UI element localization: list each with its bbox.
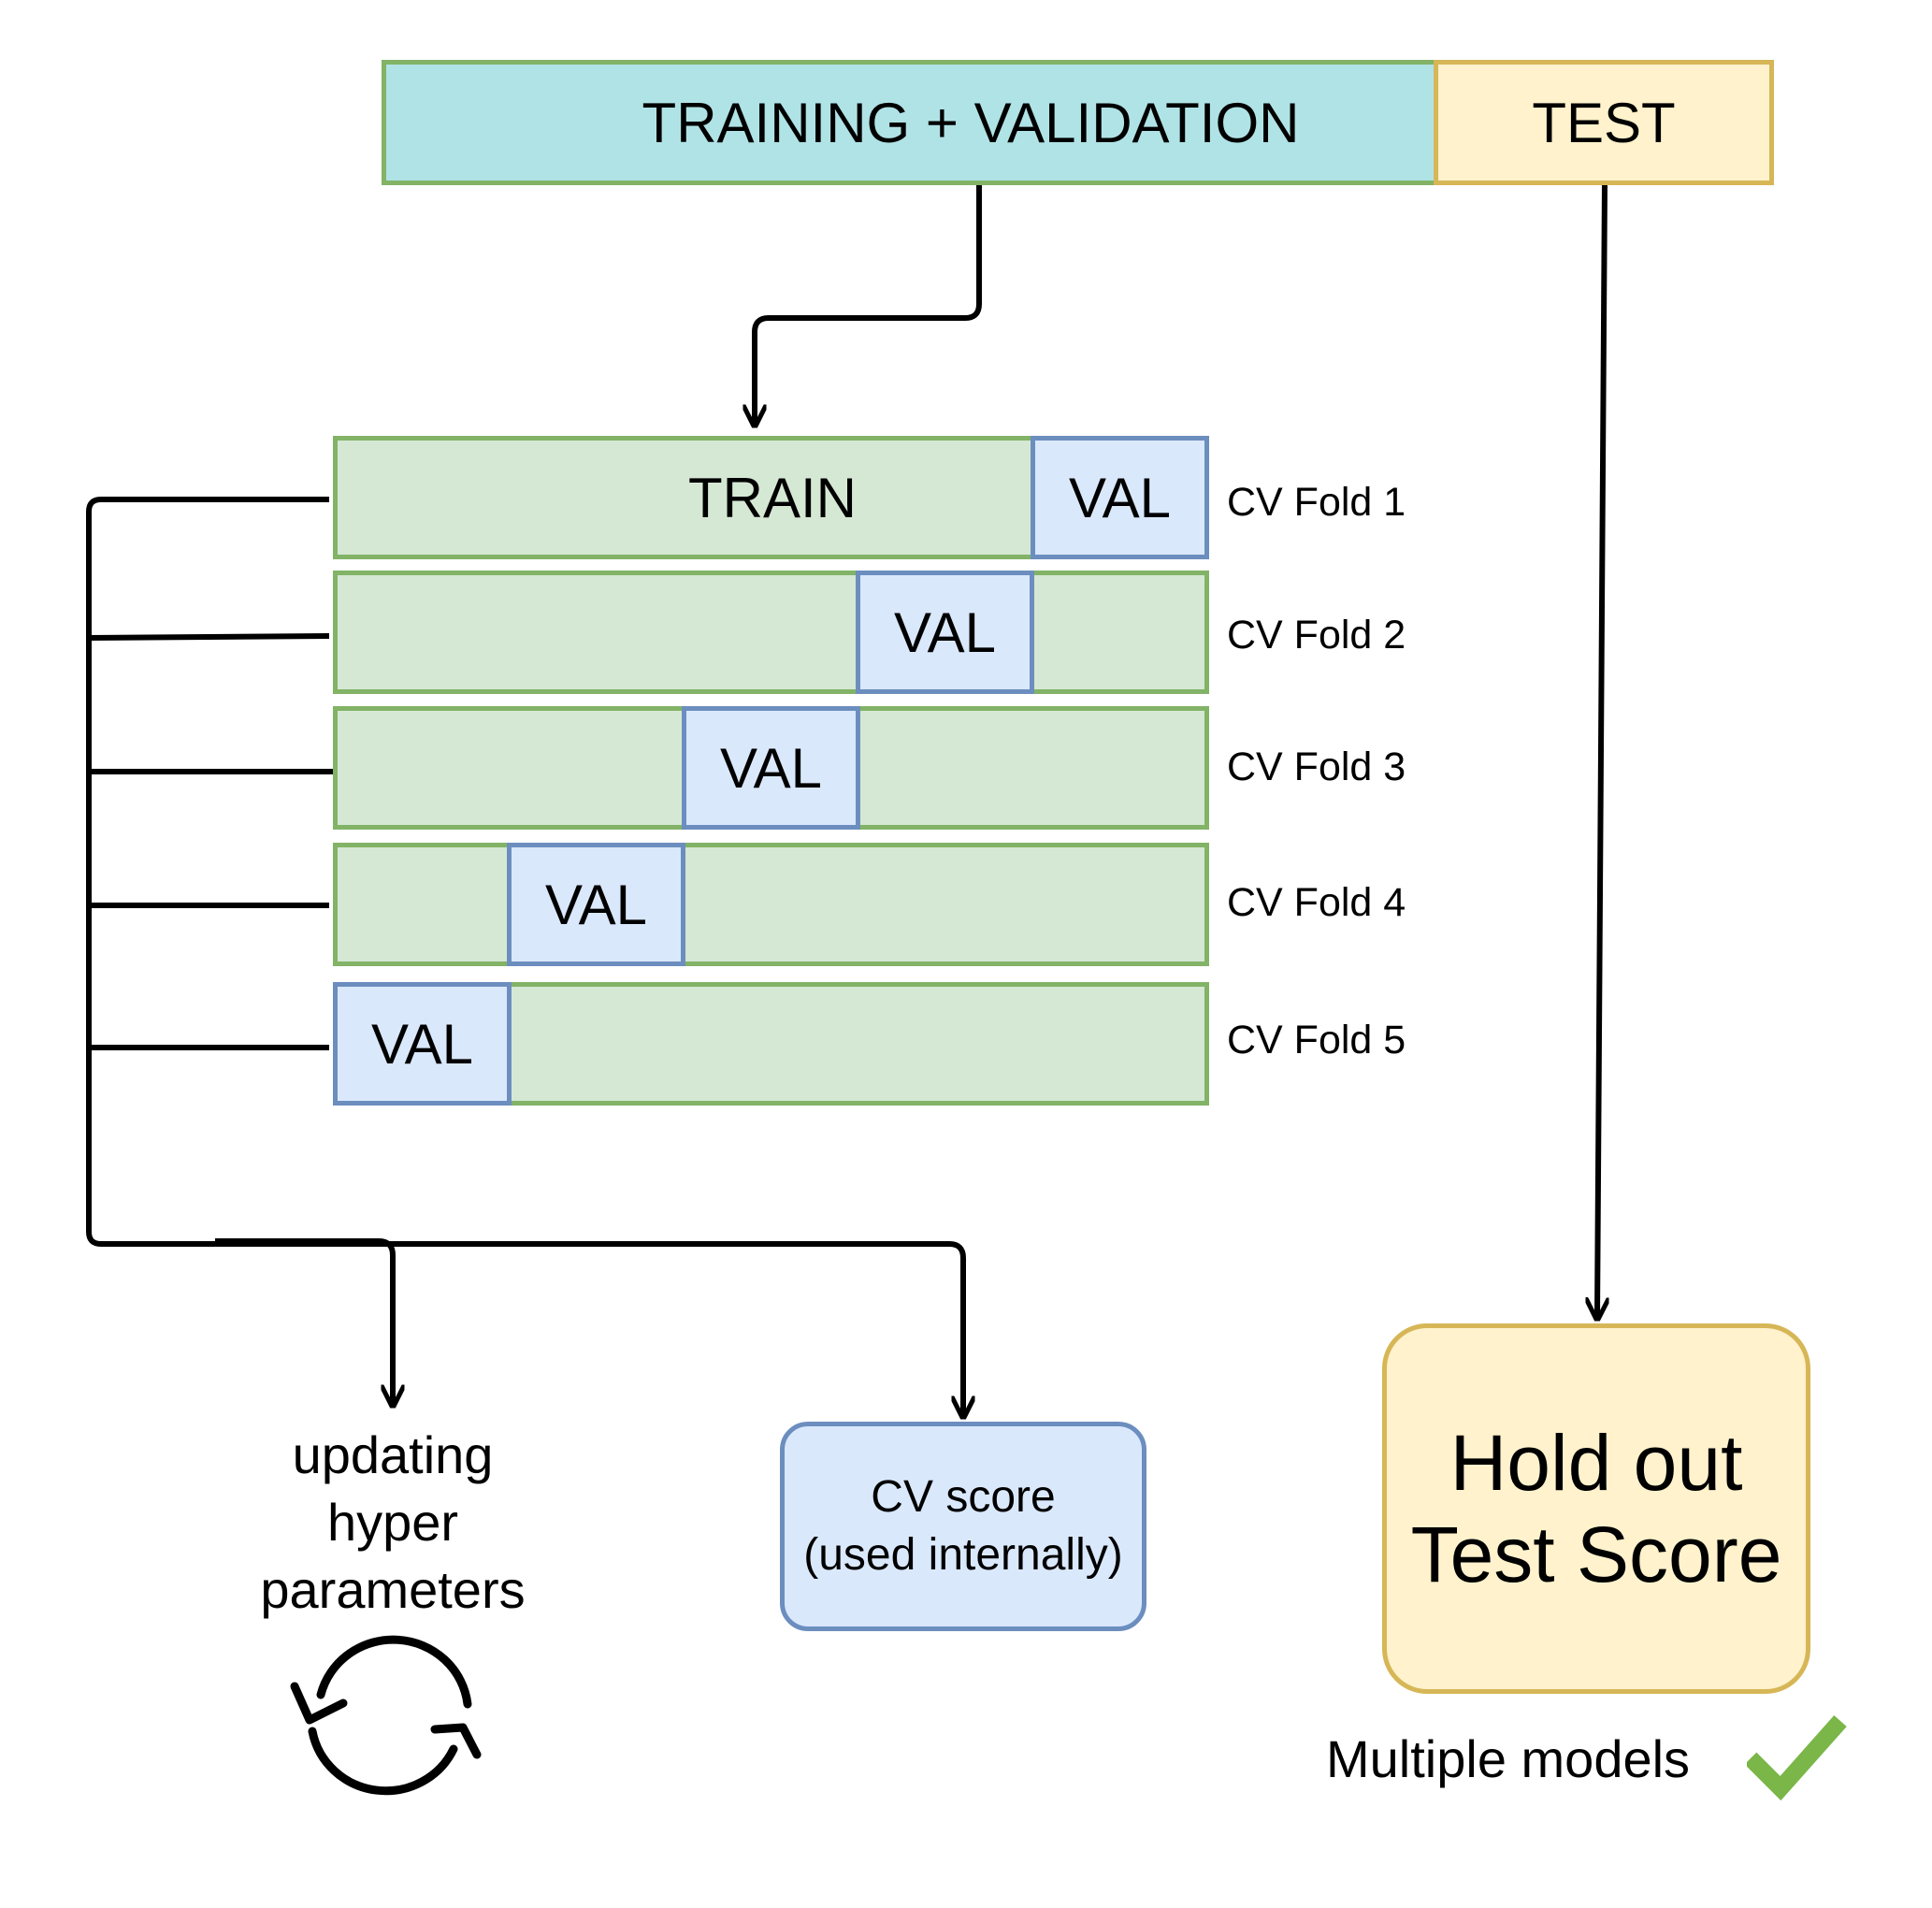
checkmark-icon [1747, 1715, 1847, 1800]
fold-2-label: CV Fold 2 [1227, 613, 1406, 658]
cv-score-box: CV score (used internally) [780, 1422, 1146, 1631]
fold-5-val: VAL [333, 982, 512, 1106]
fold-5-label: CV Fold 5 [1227, 1018, 1406, 1062]
holdout-test-score-box: Hold out Test Score [1382, 1323, 1810, 1694]
fold-1-val: VAL [1031, 436, 1209, 559]
refresh-cycle-icon [290, 1635, 482, 1796]
arrow-to-folds [755, 182, 982, 426]
test-label: TEST [1532, 91, 1676, 154]
cv-score-line1: CV score [871, 1472, 1056, 1522]
fold-4-bar [333, 843, 1209, 966]
fold-3-val: VAL [682, 706, 860, 830]
multiple-models-label: Multiple models [1326, 1729, 1691, 1788]
fold-1-train-label: TRAIN [688, 466, 857, 529]
cv-score-line2: (used internally) [803, 1530, 1123, 1580]
fold-1-label: CV Fold 1 [1227, 480, 1406, 525]
fold-4-val: VAL [507, 843, 685, 966]
holdout-line1: Hold out [1449, 1419, 1743, 1507]
test-block: TEST [1434, 60, 1774, 185]
training-validation-label: TRAINING + VALIDATION [642, 91, 1300, 154]
arrow-to-hyperparameters [215, 1238, 393, 1406]
fold-3-label: CV Fold 3 [1227, 744, 1406, 789]
hyperparameter-update-text: updating hyper parameters [260, 1425, 526, 1619]
fold-collector-line [86, 497, 963, 1417]
fold-2-val: VAL [856, 571, 1034, 694]
training-validation-block: TRAINING + VALIDATION [382, 60, 1438, 185]
arrow-to-holdout [1597, 181, 1605, 1319]
holdout-line2: Test Score [1410, 1510, 1782, 1598]
fold-4-label: CV Fold 4 [1227, 880, 1406, 925]
fold-2-bar [333, 571, 1209, 694]
